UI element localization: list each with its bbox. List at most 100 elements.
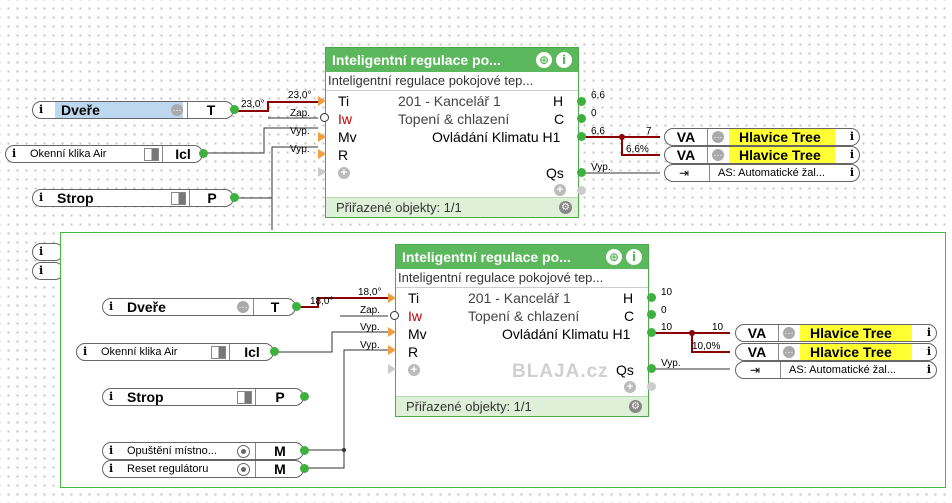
value-iw: Zap. <box>360 305 381 316</box>
info-icon[interactable]: i <box>39 191 44 204</box>
input-name: Reset regulátoru <box>127 463 209 475</box>
output-pin-empty[interactable] <box>647 382 656 391</box>
output-pin-qs[interactable] <box>647 364 656 373</box>
input-window[interactable]: i Okenní klika Air Icl <box>76 343 279 361</box>
pin-label-c: C <box>554 111 565 127</box>
info-icon[interactable]: i <box>109 462 114 475</box>
input-pin[interactable] <box>388 364 396 374</box>
info-icon[interactable]: i <box>626 249 642 265</box>
switch-icon <box>171 192 186 205</box>
watermark: BLAJA.cz <box>512 361 609 382</box>
dots-icon[interactable]: ⋯ <box>783 327 795 339</box>
info-icon[interactable]: i <box>83 345 88 358</box>
output-valve[interactable]: VA ⋯ Hlavice Tree i <box>735 324 937 342</box>
output-pin-c[interactable] <box>647 310 656 319</box>
pin-label-h: H <box>553 93 564 109</box>
value-h: 10 <box>661 287 673 298</box>
output-valve[interactable]: VA ⋯ Hlavice Tree i <box>735 343 937 361</box>
add-input-icon[interactable]: + <box>408 364 420 376</box>
assigned-objects: Přiřazené objekty: 1/1 <box>406 399 532 414</box>
input-pin[interactable] <box>318 96 326 106</box>
output-shading[interactable]: ⇥ AS: Automatické žal... i <box>664 164 860 182</box>
output-pin-qs[interactable] <box>577 168 586 177</box>
output-pin-h[interactable] <box>647 293 656 302</box>
output-pin[interactable] <box>300 464 309 473</box>
info-icon[interactable]: i <box>926 345 931 358</box>
info-icon[interactable]: i <box>556 52 572 68</box>
input-door[interactable]: i Dveře ⋯ T <box>32 101 239 119</box>
output-pin[interactable] <box>300 446 309 455</box>
info-icon[interactable]: i <box>109 390 114 403</box>
output-valve[interactable]: VA ⋯ Hlavice Tree i <box>664 146 860 164</box>
output-label: Ovládání Klimatu H1 <box>432 129 561 145</box>
input-stub[interactable]: i <box>32 262 64 280</box>
value-mv: Vyp. <box>360 322 380 333</box>
input-pin[interactable] <box>388 345 396 355</box>
value-c: 0 <box>591 108 597 119</box>
info-icon[interactable]: i <box>39 245 44 258</box>
output-valve[interactable]: VA ⋯ Hlavice Tree i <box>664 128 860 146</box>
input-leave-room[interactable]: i Opuštění místno... M <box>102 442 309 460</box>
input-ceiling[interactable]: i Strop P <box>32 189 239 207</box>
output-name: Hlavice Tree <box>800 344 912 360</box>
info-icon[interactable]: i <box>12 147 17 160</box>
pin-label-ti: Ti <box>338 93 350 109</box>
input-reset[interactable]: i Reset regulátoru M <box>102 460 309 478</box>
dots-icon[interactable]: ⋯ <box>237 301 249 313</box>
info-icon[interactable]: i <box>849 166 854 179</box>
output-pin-h1[interactable] <box>577 132 586 141</box>
output-pin[interactable] <box>230 105 239 114</box>
add-output-icon[interactable]: + <box>554 184 566 196</box>
output-pin[interactable] <box>270 347 279 356</box>
output-pin-empty[interactable] <box>577 186 586 195</box>
move-icon[interactable]: ⊕ <box>606 249 622 265</box>
input-window[interactable]: i Okenní klika Air Icl <box>5 145 208 163</box>
gear-icon[interactable]: ⚙ <box>559 201 572 214</box>
pushbutton-icon <box>237 463 250 476</box>
output-pin[interactable] <box>292 302 301 311</box>
input-pin[interactable] <box>318 132 326 142</box>
info-icon[interactable]: i <box>926 363 931 376</box>
output-pin-h[interactable] <box>577 97 586 106</box>
dots-icon[interactable]: ⋯ <box>783 346 795 358</box>
output-pin-c[interactable] <box>577 114 586 123</box>
add-output-icon[interactable]: + <box>624 381 636 393</box>
room-label: 201 - Kancelář 1 <box>398 93 501 109</box>
dots-icon[interactable]: ⋯ <box>712 131 724 143</box>
inverted-pin[interactable] <box>390 311 399 320</box>
info-icon[interactable]: i <box>926 326 931 339</box>
input-pin[interactable] <box>388 327 396 337</box>
inverted-pin[interactable] <box>320 113 329 122</box>
input-ceiling[interactable]: i Strop P <box>102 388 309 406</box>
input-type: Icl <box>229 344 274 360</box>
gear-icon[interactable]: ⚙ <box>629 400 642 413</box>
window-handle-icon <box>211 346 226 359</box>
info-icon[interactable]: i <box>39 264 44 277</box>
function-block[interactable]: Inteligentní regulace po... ⊕ i Intelige… <box>325 47 579 218</box>
info-icon[interactable]: i <box>109 300 114 313</box>
move-icon[interactable]: ⊕ <box>536 52 552 68</box>
input-pin[interactable] <box>318 167 326 177</box>
info-icon[interactable]: i <box>849 148 854 161</box>
input-name: Dveře <box>55 102 183 118</box>
dots-icon[interactable]: ⋯ <box>171 104 183 116</box>
input-name: Okenní klika Air <box>101 346 178 358</box>
input-pin[interactable] <box>388 293 396 303</box>
output-pin[interactable] <box>230 193 239 202</box>
function-block[interactable]: Inteligentní regulace po... ⊕ i Intelige… <box>395 244 649 417</box>
dots-icon[interactable]: ⋯ <box>712 149 724 161</box>
mode-label: Topení & chlazení <box>398 111 510 127</box>
info-icon[interactable]: i <box>39 103 44 116</box>
input-pin[interactable] <box>318 149 326 159</box>
output-pin-h1[interactable] <box>647 328 656 337</box>
export-icon: ⇥ <box>750 363 761 377</box>
info-icon[interactable]: i <box>109 444 114 457</box>
add-input-icon[interactable]: + <box>338 167 350 179</box>
info-icon[interactable]: i <box>849 130 854 143</box>
pin-label-r: R <box>338 147 349 163</box>
output-pin[interactable] <box>199 149 208 158</box>
input-door[interactable]: i Dveře ⋯ T <box>102 298 301 316</box>
output-pin[interactable] <box>300 392 309 401</box>
output-shading[interactable]: ⇥ AS: Automatické žal... i <box>735 361 937 379</box>
